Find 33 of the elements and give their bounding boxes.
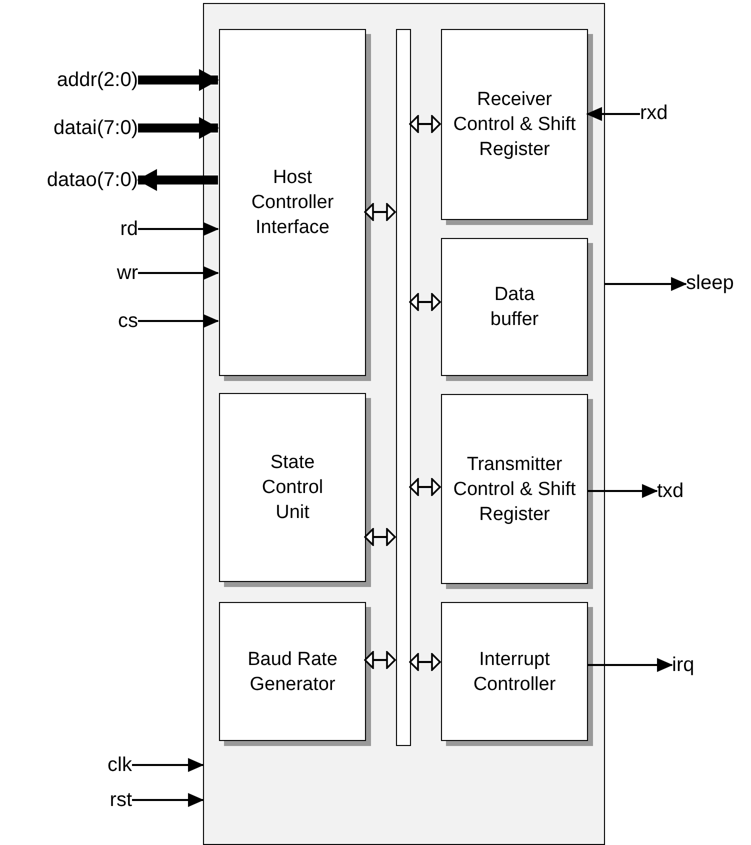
signal-label: rd — [100, 216, 138, 242]
signal-label: datai(7:0) — [10, 114, 138, 142]
signal-arrow — [587, 484, 658, 498]
signal-label: irq — [672, 652, 712, 678]
signal-label: txd — [657, 478, 703, 504]
signal-arrow — [587, 658, 673, 672]
signal-label: datao(7:0) — [4, 166, 138, 194]
signal-label: sleep — [686, 270, 746, 296]
signal-arrow — [586, 107, 640, 121]
signal-arrow — [605, 277, 687, 291]
bus-bar — [396, 29, 411, 746]
signal-arrow — [138, 222, 219, 236]
signal-arrow — [137, 169, 218, 191]
chip-outline — [203, 3, 605, 845]
signal-arrow — [138, 69, 219, 91]
signal-label: cs — [100, 308, 138, 334]
bus-double-arrow — [364, 651, 396, 669]
bus-double-arrow — [409, 293, 441, 311]
bus-double-arrow — [409, 478, 441, 496]
signal-label: rxd — [640, 100, 684, 126]
bus-double-arrow — [364, 528, 396, 546]
signal-arrow — [132, 758, 204, 772]
signal-arrow — [132, 793, 204, 807]
bus-double-arrow — [364, 203, 396, 221]
bus-double-arrow — [409, 115, 441, 133]
signal-arrow — [138, 266, 219, 280]
signal-label: rst — [80, 787, 132, 813]
signal-label: clk — [80, 752, 132, 778]
bus-double-arrow — [409, 653, 441, 671]
signal-label: wr — [100, 260, 138, 286]
signal-arrow — [138, 314, 219, 328]
signal-arrow — [138, 117, 219, 139]
signal-label: addr(2:0) — [10, 66, 138, 94]
